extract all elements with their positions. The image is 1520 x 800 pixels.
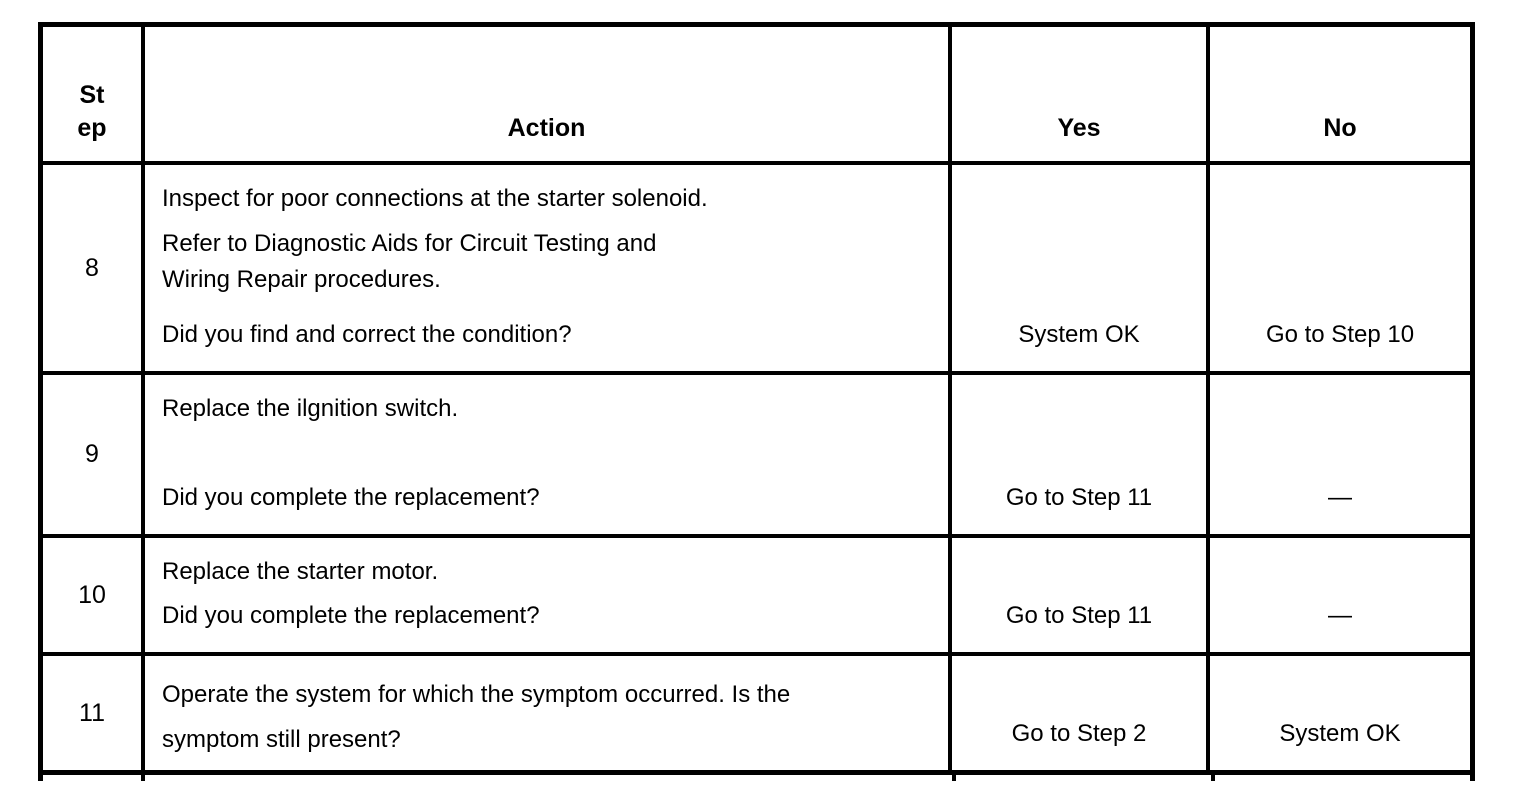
yes-value: Go to Step 2 [1011, 720, 1147, 747]
rule-stub [141, 770, 145, 781]
step-cell: 9 [43, 375, 145, 538]
no-cell: — [1210, 538, 1470, 656]
no-value: Go to Step 10 [1265, 321, 1415, 348]
action-question: Operate the system for which the symptom… [162, 681, 791, 753]
step-cell: 10 [43, 538, 145, 656]
action-question: Did you complete the replacement? [162, 602, 540, 629]
action-cell: Operate the system for which the symptom… [145, 656, 952, 770]
yes-cell: System OK [952, 165, 1210, 375]
yes-value: System OK [1018, 321, 1140, 348]
header-yes-label: Yes [1057, 114, 1101, 142]
rule-stub [1470, 770, 1475, 781]
no-value: System OK [1279, 720, 1401, 747]
header-step-line2: ep [77, 114, 107, 142]
no-cell: Go to Step 10 [1210, 165, 1470, 375]
header-step: St ep [43, 27, 145, 165]
action-cell: Inspect for poor connections at the star… [145, 165, 952, 375]
action-question: Did you complete the replacement? [162, 484, 540, 511]
rule-stub [952, 770, 956, 781]
action-cell: Replace the starter motor. Did you compl… [145, 538, 952, 656]
action-paragraph: Inspect for poor connections at the star… [162, 185, 708, 212]
no-cell: System OK [1210, 656, 1470, 770]
no-value: — [1328, 602, 1352, 629]
header-action: Action [145, 27, 952, 165]
action-cell: Replace the ilgnition switch. Did you co… [145, 375, 952, 538]
yes-value: Go to Step 11 [1005, 484, 1153, 511]
step-cell: 8 [43, 165, 145, 375]
action-question: Did you find and correct the condition? [162, 321, 572, 348]
action-paragraph: Replace the ilgnition switch. [162, 395, 459, 422]
no-cell: — [1210, 375, 1470, 538]
yes-cell: Go to Step 2 [952, 656, 1210, 770]
action-paragraph: Replace the starter motor. [162, 558, 439, 585]
header-step-line1: St [79, 81, 105, 109]
yes-cell: Go to Step 11 [952, 375, 1210, 538]
header-action-label: Action [507, 114, 586, 142]
header-no-label: No [1323, 114, 1357, 142]
yes-value: Go to Step 11 [1005, 602, 1153, 629]
no-value: — [1328, 484, 1352, 511]
header-no: No [1210, 27, 1470, 165]
rule-stub [38, 770, 43, 781]
action-paragraph: Refer to Diagnostic Aids for Circuit Tes… [162, 230, 657, 293]
diagnostic-steps-table: St ep Action Yes No 8 Inspect for poor c… [38, 22, 1475, 775]
step-cell: 11 [43, 656, 145, 770]
rule-stub [1211, 770, 1215, 781]
header-yes: Yes [952, 27, 1210, 165]
yes-cell: Go to Step 11 [952, 538, 1210, 656]
